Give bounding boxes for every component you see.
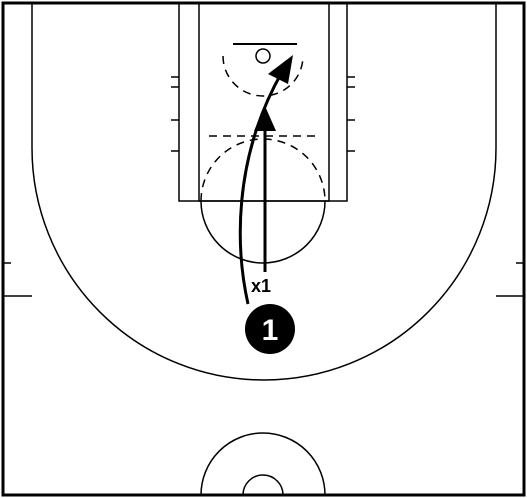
free-throw-circle-dashed (200, 138, 326, 202)
defender-arrow-head (254, 106, 276, 131)
center-circle-inner (242, 474, 284, 496)
basket-rim (255, 48, 271, 64)
restricted-area-arc (222, 55, 304, 97)
lane-hash-marks-left (171, 76, 179, 152)
outer-lane (178, 2, 348, 202)
free-throw-circle-solid (200, 200, 326, 264)
drive-arrow-head (268, 55, 293, 84)
offensive-player-circle (245, 304, 295, 354)
offensive-player-label: 1 (262, 314, 279, 347)
offensive-player-marker: 1 (245, 304, 295, 354)
drive-path (238, 71, 284, 305)
defender-label: x1 (251, 276, 271, 296)
three-point-line (31, 3, 497, 381)
center-circle-outer (200, 432, 326, 496)
lane-hash-marks-right (347, 76, 355, 152)
